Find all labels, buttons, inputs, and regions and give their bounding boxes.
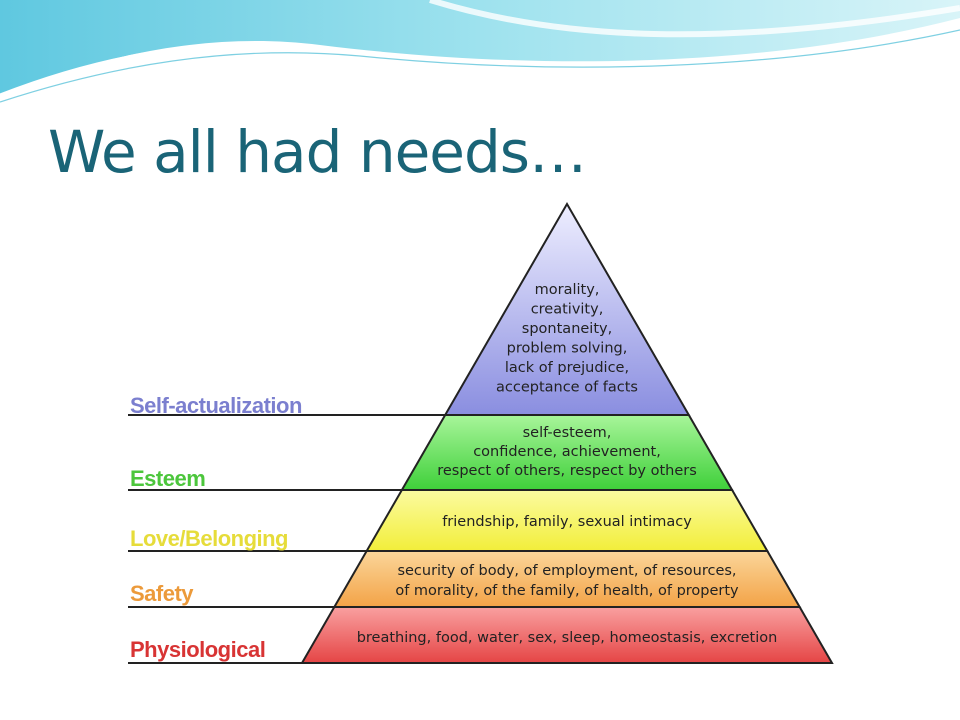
- level-label: Self-actualization: [130, 393, 302, 418]
- level-description-line: problem solving,: [507, 341, 628, 357]
- level-label: Safety: [130, 581, 194, 606]
- level-description-line: respect of others, respect by others: [437, 463, 697, 479]
- level-label: Love/Belonging: [130, 526, 288, 551]
- level-description-line: creativity,: [531, 302, 604, 318]
- level-description-line: confidence, achievement,: [473, 444, 661, 460]
- level-label: Esteem: [130, 466, 205, 491]
- level-description-line: breathing, food, water, sex, sleep, home…: [357, 630, 778, 646]
- level-description-line: spontaneity,: [522, 321, 612, 337]
- level-description-line: of morality, of the family, of health, o…: [395, 583, 739, 599]
- level-description-line: acceptance of facts: [496, 380, 638, 396]
- level-label: Physiological: [130, 637, 265, 662]
- level-description-line: friendship, family, sexual intimacy: [442, 514, 692, 530]
- pyramid-level-physiological: [300, 606, 834, 664]
- level-description-line: security of body, of employment, of reso…: [397, 563, 736, 579]
- level-description-line: self-esteem,: [523, 425, 612, 441]
- level-description-line: lack of prejudice,: [505, 360, 629, 376]
- header-wave-decoration: [0, 0, 960, 103]
- slide-title: We all had needs…: [48, 118, 587, 186]
- level-description-line: morality,: [535, 282, 600, 298]
